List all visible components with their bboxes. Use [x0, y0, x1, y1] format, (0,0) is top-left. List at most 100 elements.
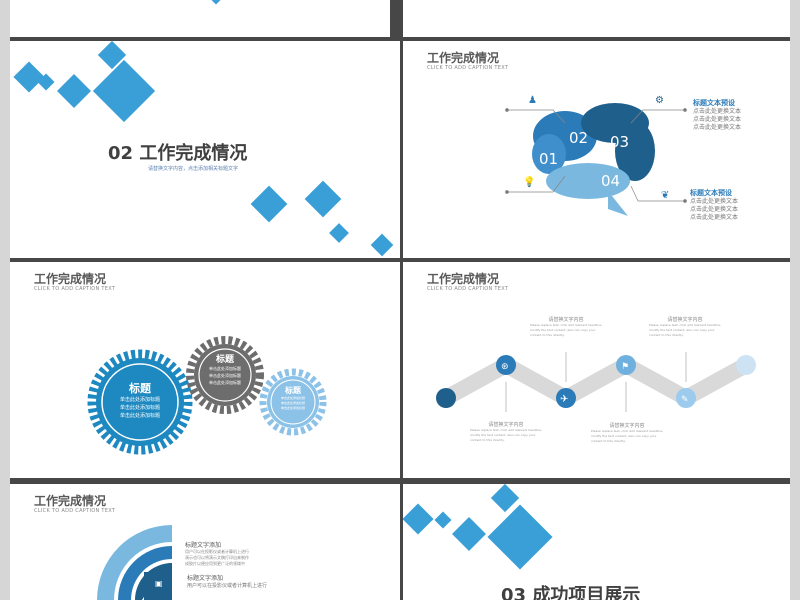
timeline-end-dot	[736, 355, 756, 375]
gear-title: 标题	[215, 355, 234, 365]
decor-square	[487, 504, 553, 570]
label-line: 点击此处更换文本	[693, 108, 742, 115]
brain-diagram: ♟ 💡 ⚙ ❦	[505, 95, 687, 216]
section-heading: 03 成功项目展示	[501, 585, 641, 600]
zigzag-timeline: ⊛ ✈ ⚑ ✎	[436, 352, 756, 412]
slide-thumb-brain[interactable]: 工作完成情况 CLICK TO ADD CAPTION TEXT ♟ 💡 ⚙ ❦…	[403, 41, 790, 258]
timeline-item-4: 请替换文字内容 Please replace text, click add r…	[649, 316, 721, 338]
gears-person-icon: ⚙	[655, 95, 664, 106]
label-title: 标题文本预设	[693, 99, 735, 107]
slide-thumb-partial-right[interactable]	[403, 0, 790, 37]
timeline-node-1	[496, 355, 516, 375]
label-line: 点击此处更换文本	[690, 214, 739, 221]
decor-square	[92, 59, 156, 123]
arc-item-2: 标题文字添加 用户可以在投影仪或者计算机上进行	[187, 575, 267, 590]
brain-number-02: 02	[569, 129, 589, 147]
slide-thumb-section-03[interactable]: 03 成功项目展示	[403, 484, 790, 600]
item-line: 演示也可以将演示文稿打印出来制作	[185, 555, 249, 560]
slide-thumb-timeline[interactable]: 工作完成情况 CLICK TO ADD CAPTION TEXT ⊛ ✈ ⚑ ✎…	[403, 262, 790, 478]
decor-square	[13, 61, 45, 93]
label-line: 点击此处更换文本	[690, 206, 739, 213]
timeline-item-1: 请替换文字内容 Please replace text, click add r…	[470, 421, 542, 443]
item-title: 请替换文字内容	[609, 423, 645, 429]
brain-label-1: 标题文本预设 点击此处更换文本 点击此处更换文本 点击此处更换文本	[693, 98, 741, 132]
decor-square	[403, 503, 434, 535]
slide-thumb-gears[interactable]: 工作完成情况 CLICK TO ADD CAPTION TEXT 标题 单击此处…	[10, 262, 400, 478]
section-subtitle: 请替换文字内容，点击添加相关标题文字	[148, 166, 239, 172]
signpost-icon: ⚑	[621, 362, 629, 372]
item-body: Please replace text, click add relevant …	[649, 323, 722, 337]
slide-caption: CLICK TO ADD CAPTION TEXT	[427, 286, 509, 292]
person-icon: ♟	[528, 95, 537, 106]
decor-square	[370, 233, 394, 257]
item-body: Please replace text, click add relevant …	[530, 323, 603, 337]
decor-square	[207, 0, 225, 5]
gear-2	[186, 336, 264, 414]
timeline-node-4	[676, 388, 696, 408]
slide-title: 工作完成情况	[34, 494, 107, 508]
gear-3-text: 标题 单击此处添加标题 单击此处添加标题 单击此处添加标题	[273, 385, 313, 411]
brain-shape	[532, 103, 655, 216]
timeline-node-3	[616, 355, 636, 375]
gear-title: 标题	[285, 386, 301, 395]
slide-caption: CLICK TO ADD CAPTION TEXT	[34, 286, 116, 292]
gear-title: 标题	[129, 382, 151, 395]
timeline-item-2: 请替换文字内容 Please replace text, click add r…	[530, 316, 602, 338]
label-line: 点击此处更换文本	[690, 198, 739, 205]
arc-item-1: 标题文字添加 用户可以在投影仪或者计算机上进行 演示也可以将演示文稿打印出来制作…	[185, 540, 249, 567]
gear-line: 单击此处添加标题	[119, 413, 160, 419]
section-heading: 02 工作完成情况	[108, 143, 248, 164]
label-title: 标题文本预设	[690, 189, 732, 197]
lightbulb-icon: 💡	[523, 175, 535, 188]
gear-line: 单击此处添加标题	[209, 366, 241, 371]
item-title: 标题文字添加	[185, 542, 222, 549]
plant-icon: ❦	[661, 190, 669, 201]
brain-label-2: 标题文本预设 点击此处更换文本 点击此处更换文本 点击此处更换文本	[690, 188, 738, 222]
decor-square	[329, 223, 349, 243]
timeline-start-dot	[436, 388, 456, 408]
slide-caption: CLICK TO ADD CAPTION TEXT	[427, 65, 509, 71]
gear-line: 单击此处添加标题	[119, 405, 160, 411]
gear-line: 单击此处添加标题	[280, 396, 305, 400]
gear-2-text: 标题 单击此处添加标题 单击此处添加标题 单击此处添加标题	[200, 352, 250, 386]
slide-thumb-arcs[interactable]: 工作完成情况 CLICK TO ADD CAPTION TEXT ▣ 标题文字添…	[10, 484, 400, 600]
item-title: 请替换文字内容	[548, 317, 584, 323]
brain-number-03: 03	[610, 133, 630, 151]
slide-title: 工作完成情况	[427, 51, 500, 65]
timeline-node-2	[556, 388, 576, 408]
gear-3	[259, 368, 327, 436]
cup-icon: ▣	[155, 579, 163, 588]
item-title: 标题文字添加	[187, 575, 224, 582]
item-title: 请替换文字内容	[488, 422, 524, 428]
decor-square	[250, 185, 288, 223]
timeline-item-3: 请替换文字内容 Please replace text, click add r…	[591, 422, 663, 444]
decor-square	[304, 180, 342, 218]
decor-square	[452, 517, 486, 551]
gear-line: 单击此处添加标题	[280, 406, 305, 410]
gear-line: 单击此处添加标题	[119, 397, 160, 403]
item-line: 成胶片以便应用到更广泛的领域中	[185, 561, 245, 566]
airplane-icon: ✈	[560, 394, 568, 405]
slide-thumb-section-02[interactable]: 02 工作完成情况 请替换文字内容，点击添加相关标题文字	[10, 41, 400, 258]
globe-icon: ⊛	[501, 362, 509, 372]
gears-diagram	[87, 336, 327, 455]
gear-1	[87, 349, 193, 455]
item-body: Please replace text, click add relevant …	[591, 429, 664, 443]
slide-caption: CLICK TO ADD CAPTION TEXT	[34, 508, 116, 514]
brain-number-04: 04	[601, 172, 621, 190]
slide-thumb-partial-left[interactable]	[10, 0, 390, 37]
gear-1-text: 标题 单击此处添加标题 单击此处添加标题 单击此处添加标题	[105, 380, 175, 420]
item-line: 用户可以在投影仪或者计算机上进行	[187, 583, 268, 589]
label-line: 点击此处更换文本	[693, 116, 742, 123]
brain-number-01: 01	[539, 150, 559, 168]
pen-icon: ✎	[681, 395, 689, 405]
slide-title: 工作完成情况	[427, 272, 500, 286]
label-line: 点击此处更换文本	[693, 124, 742, 131]
item-title: 请替换文字内容	[667, 317, 703, 323]
gear-line: 单击此处添加标题	[280, 401, 305, 405]
slide-title: 工作完成情况	[34, 272, 107, 286]
decor-square	[434, 511, 452, 529]
item-line: 用户可以在投影仪或者计算机上进行	[185, 549, 249, 554]
gear-line: 单击此处添加标题	[209, 373, 241, 378]
item-body: Please replace text, click add relevant …	[470, 428, 543, 442]
